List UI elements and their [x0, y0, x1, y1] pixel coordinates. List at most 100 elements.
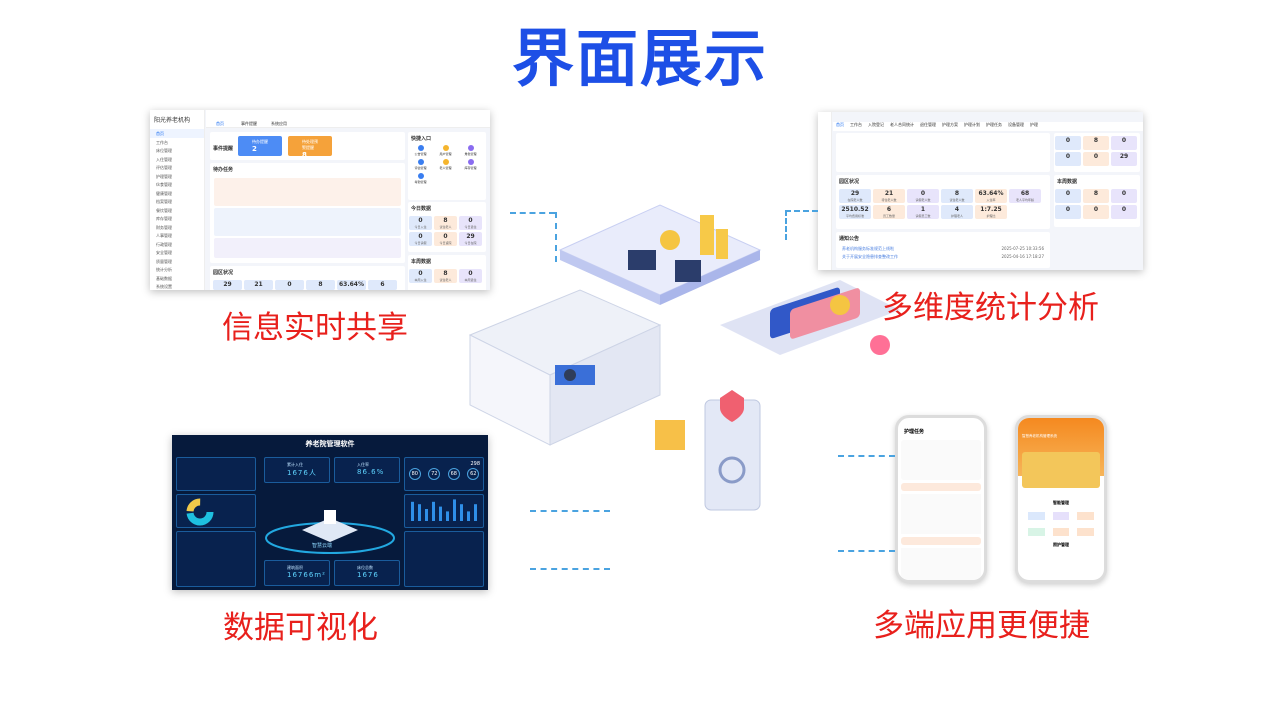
- quick-entry-label: 考勤管理: [414, 180, 427, 184]
- tab[interactable]: 入院登记: [868, 122, 884, 127]
- smart-elderly-care-illustration: [468, 204, 900, 511]
- stat-tile: 0: [1055, 189, 1081, 203]
- stat-tile: 0: [1111, 189, 1137, 203]
- stat-value: 0: [1065, 206, 1071, 213]
- stat-value: 8: [954, 190, 960, 197]
- tab[interactable]: 设备管理: [1008, 122, 1024, 127]
- quick-entry[interactable]: 库存管理: [458, 159, 483, 170]
- sidebar-item[interactable]: 护理管理: [156, 173, 172, 179]
- tab-apps[interactable]: 系统应用: [271, 121, 287, 126]
- tab[interactable]: 护理计划: [964, 122, 980, 127]
- stat-tile: 0: [1111, 205, 1137, 219]
- quick-entry[interactable]: 角色管理: [458, 145, 483, 156]
- notice-title[interactable]: 养老机构服务标准规范上线啦: [842, 246, 894, 251]
- bar: [425, 509, 428, 521]
- section-title: 照护管理: [1053, 542, 1069, 547]
- quick-entry[interactable]: 公告管理: [408, 145, 433, 156]
- tab[interactable]: 护理任务: [986, 122, 1002, 127]
- sidebar-item[interactable]: 行政管理: [156, 241, 172, 247]
- stat-label: 本周入住: [414, 278, 427, 282]
- quick-entry[interactable]: 评估管理: [408, 159, 433, 170]
- sidebar-item[interactable]: 基础数据: [156, 275, 172, 281]
- sidebar-item[interactable]: 餐饮管理: [156, 207, 172, 213]
- quick-entry-icon: [442, 159, 449, 165]
- sidebar-item[interactable]: 质量管理: [156, 258, 172, 264]
- tab[interactable]: 退住管理: [920, 122, 936, 127]
- donut-chart: [186, 498, 214, 526]
- sidebar-item[interactable]: 库存管理: [156, 216, 172, 221]
- sidebar-item[interactable]: 系统设置: [156, 284, 172, 289]
- score-badge: 72: [428, 468, 441, 480]
- quick-entry[interactable]: 用户管理: [433, 145, 458, 156]
- notice-title[interactable]: 关于开展安全隐患排查整改工作: [842, 254, 898, 259]
- stat-tile: 0: [1083, 205, 1109, 219]
- quick-entry[interactable]: 考勤管理: [408, 173, 433, 184]
- caption-visualization: 数据可视化: [223, 610, 378, 646]
- stat-value: 0: [1121, 190, 1127, 197]
- quick-entry-icon: [467, 159, 474, 165]
- sidebar-item[interactable]: 财务管理: [156, 224, 172, 230]
- sidebar-item[interactable]: 床位管理: [156, 148, 172, 153]
- bar: [453, 499, 456, 521]
- quick-entry[interactable]: 老人管理: [433, 159, 458, 170]
- park-title: 园区状况: [213, 270, 234, 276]
- score-badge: 62: [467, 468, 480, 480]
- tab-events[interactable]: 事件提醒: [241, 121, 257, 126]
- quick-entry-icon: [417, 145, 424, 151]
- todo-title: 待办任务: [213, 167, 234, 173]
- tab[interactable]: 工作台: [850, 122, 862, 127]
- park-stat: 6: [368, 280, 397, 290]
- stat-value: 1:7.25: [980, 206, 1002, 213]
- tab-home[interactable]: 首页: [216, 121, 224, 126]
- sidebar-item[interactable]: 首页: [150, 129, 204, 138]
- stat-value: 1: [920, 206, 926, 213]
- sidebar-item[interactable]: 安全管理: [156, 250, 172, 255]
- stat-value: 8: [443, 217, 448, 224]
- sidebar-item[interactable]: 工作台: [156, 139, 168, 145]
- statistics-screenshot: 首页工作台入院登记老人合同统计退住管理护理方案护理计划护理任务设备管理护理 园区…: [818, 112, 1143, 270]
- sidebar-item[interactable]: 伙食管理: [156, 182, 172, 187]
- stat-tile: 0: [1055, 205, 1081, 219]
- park-stat: 21: [244, 280, 273, 290]
- platform-label: 智慧云端: [312, 543, 333, 549]
- sidebar-item[interactable]: 评估管理: [156, 165, 172, 170]
- stat-value: 0: [1065, 137, 1071, 144]
- phone-home: 智慧养老机构管理系统 智能管理 照护管理: [1015, 415, 1107, 583]
- quick-entry-label: 老人管理: [439, 166, 452, 170]
- card-value: 8: [302, 151, 307, 159]
- week-title: 本周数据: [411, 259, 432, 265]
- stat-value: 29: [1119, 153, 1129, 160]
- card-value: 2: [252, 145, 257, 153]
- park-stat: 29: [213, 280, 242, 290]
- sidebar-item[interactable]: 入住管理: [156, 156, 172, 162]
- sidebar-item[interactable]: 健康管理: [156, 190, 172, 196]
- week-title: 本周数据: [1057, 179, 1078, 185]
- top-tabs: 首页 事件提醒 系统应用: [206, 110, 490, 128]
- sidebar-item[interactable]: 人事管理: [156, 233, 172, 238]
- park-stat: 8: [306, 280, 335, 290]
- tab[interactable]: 护理: [1030, 122, 1038, 127]
- stat-label: 今日在院: [464, 241, 477, 245]
- stat-label: 护理老人: [950, 214, 963, 218]
- tab[interactable]: 首页: [836, 122, 844, 127]
- sidebar-item[interactable]: 档案管理: [156, 199, 172, 204]
- sidebar-item[interactable]: 统计分析: [156, 267, 172, 272]
- tab[interactable]: 护理方案: [942, 122, 958, 127]
- tab[interactable]: 老人合同统计: [890, 122, 914, 127]
- bar: [446, 511, 449, 521]
- quick-entry-icon: [442, 145, 449, 151]
